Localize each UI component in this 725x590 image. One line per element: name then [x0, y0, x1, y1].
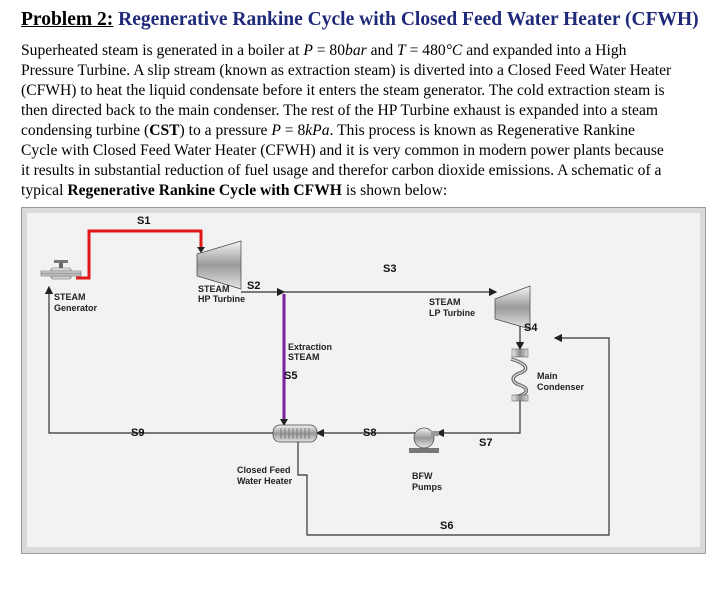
problem-heading: Regenerative Rankine Cycle with Closed F… — [118, 9, 699, 30]
label-lp-turbine-line-2: LP Turbine — [429, 308, 475, 318]
label-generator-line-1: STEAM — [54, 292, 86, 302]
state-s8: S8 — [363, 427, 376, 439]
problem-title: Problem 2: Regenerative Rankine Cycle wi… — [21, 9, 699, 31]
state-s2: S2 — [247, 280, 260, 292]
statement-line-2: Pressure Turbine. A slip stream (known a… — [21, 62, 672, 79]
label-heater-line-1: Closed Feed — [237, 465, 291, 475]
label-hp-turbine-line-1: STEAM — [198, 284, 230, 294]
statement-line-8: typical Regenerative Rankine Cycle with … — [21, 182, 448, 199]
state-s7: S7 — [479, 437, 492, 449]
state-s9: S9 — [131, 427, 144, 439]
lp-turbine-icon — [494, 285, 531, 330]
feed-water-heater-icon — [272, 424, 318, 443]
hp-turbine-icon — [196, 240, 242, 290]
statement-line-7: it results in substantial reduction of f… — [21, 162, 662, 179]
schematic-panel — [27, 213, 700, 547]
state-s3: S3 — [383, 263, 396, 275]
bfw-pump-icon — [409, 427, 439, 453]
label-extraction-line-2: STEAM — [288, 352, 320, 362]
label-extraction-line-1: Extraction — [288, 342, 332, 352]
statement-line-1: Superheated steam is generated in a boil… — [21, 42, 627, 59]
statement-line-3: (CFWH) to heat the liquid condensate bef… — [21, 82, 665, 99]
label-pump-line-1: BFW — [412, 471, 433, 481]
label-condenser-line-2: Condenser — [537, 382, 585, 392]
rankine-schematic: S1 S2 S3 S4 S5 S6 S7 S8 S9 STEAM Generat… — [21, 207, 706, 554]
label-heater-line-2: Water Heater — [237, 476, 293, 486]
state-s1: S1 — [137, 215, 150, 227]
pipe-s5-arrow — [280, 419, 288, 426]
main-condenser-icon — [510, 348, 529, 402]
state-s5: S5 — [284, 370, 297, 382]
label-lp-turbine-line-1: STEAM — [429, 297, 461, 307]
pipe-s9 — [44, 285, 273, 434]
statement-line-5: condensing turbine (CST) to a pressure P… — [21, 122, 635, 139]
problem-number: Problem 2: — [21, 9, 114, 30]
pipe-s7 — [435, 400, 521, 438]
pipe-s1-arrow — [197, 247, 205, 253]
steam-generator-icon — [40, 260, 82, 280]
label-condenser-line-1: Main — [537, 371, 558, 381]
statement-line-6: Cycle with Closed Feed Water Heater (CFW… — [21, 142, 664, 159]
label-hp-turbine-line-2: HP Turbine — [198, 294, 245, 304]
pipe-s6 — [297, 333, 610, 536]
problem-statement: Superheated steam is generated in a boil… — [21, 41, 701, 201]
label-pump-line-2: Pumps — [412, 482, 442, 492]
label-generator-line-2: Generator — [54, 303, 98, 313]
state-s6: S6 — [440, 520, 453, 532]
statement-line-4: then directed back to the main condenser… — [21, 102, 659, 119]
pipe-s1-superheated — [76, 229, 203, 280]
state-s4: S4 — [524, 322, 538, 334]
